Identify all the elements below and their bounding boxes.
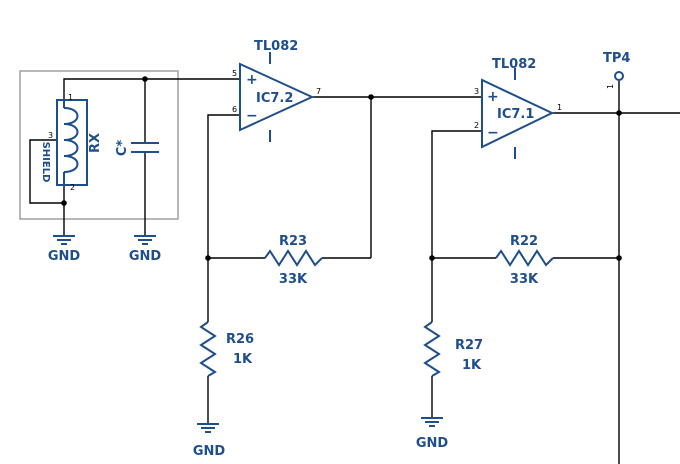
ic7-2-pin-6: 6 xyxy=(232,105,237,114)
rx-pin-1: 1 xyxy=(68,93,73,102)
ic7-1-pin-3: 3 xyxy=(474,87,479,96)
r22-label: R22 xyxy=(510,234,538,249)
capacitor xyxy=(131,142,159,153)
gnd-symbol-r26 xyxy=(197,423,219,433)
opamp-ic7-1 xyxy=(481,68,555,159)
gnd-label-r26: GND xyxy=(193,444,226,459)
rx-coil xyxy=(56,99,88,186)
ic7-2-part: TL082 xyxy=(254,39,298,54)
ic7-2-ref: IC7.2 xyxy=(256,91,293,106)
rx-pin-2: 2 xyxy=(70,183,75,192)
rx-label: RX xyxy=(88,133,103,153)
resistor-r23 xyxy=(264,249,323,267)
resistor-r22 xyxy=(495,249,554,267)
tp4-label: TP4 xyxy=(603,51,630,66)
gnd-label-cap: GND xyxy=(129,249,162,264)
wires xyxy=(29,78,680,464)
gnd-symbol-r27 xyxy=(421,417,443,427)
r23-label: R23 xyxy=(279,234,307,249)
r22-value: 33K xyxy=(510,272,539,287)
ic7-2-pin-7: 7 xyxy=(316,87,321,96)
gnd-symbol-cap xyxy=(134,235,156,245)
r26-value: 1K xyxy=(233,352,253,367)
gnd-label-coil: GND xyxy=(48,249,81,264)
rx-enclosure xyxy=(19,70,179,220)
ic7-2-plus: + xyxy=(246,72,258,88)
gnd-symbol-coil xyxy=(53,235,75,245)
r27-label: R27 xyxy=(455,338,483,353)
junctions xyxy=(61,76,622,261)
tp4-terminal xyxy=(614,71,624,81)
r27-value: 1K xyxy=(462,358,482,373)
cap-label: C* xyxy=(115,140,130,157)
ic7-1-minus: − xyxy=(487,125,499,141)
ic7-2-pin-5: 5 xyxy=(232,69,237,78)
rx-pin-3: 3 xyxy=(48,131,53,140)
ic7-1-ref: IC7.1 xyxy=(497,107,534,122)
ic7-1-part: TL082 xyxy=(492,57,536,72)
resistor-r27 xyxy=(423,321,441,377)
resistor-r26 xyxy=(199,321,217,377)
ic7-2-minus: − xyxy=(246,108,258,124)
shield-label: SHIELD xyxy=(40,142,51,183)
ic7-1-pin-2: 2 xyxy=(474,121,479,130)
r26-label: R26 xyxy=(226,332,254,347)
ic7-1-plus: + xyxy=(487,89,499,105)
tp4-pin-1: 1 xyxy=(606,84,615,89)
gnd-label-r27: GND xyxy=(416,436,449,451)
r23-value: 33K xyxy=(279,272,308,287)
opamp-ic7-2 xyxy=(239,52,315,142)
ic7-1-pin-1: 1 xyxy=(557,103,562,112)
